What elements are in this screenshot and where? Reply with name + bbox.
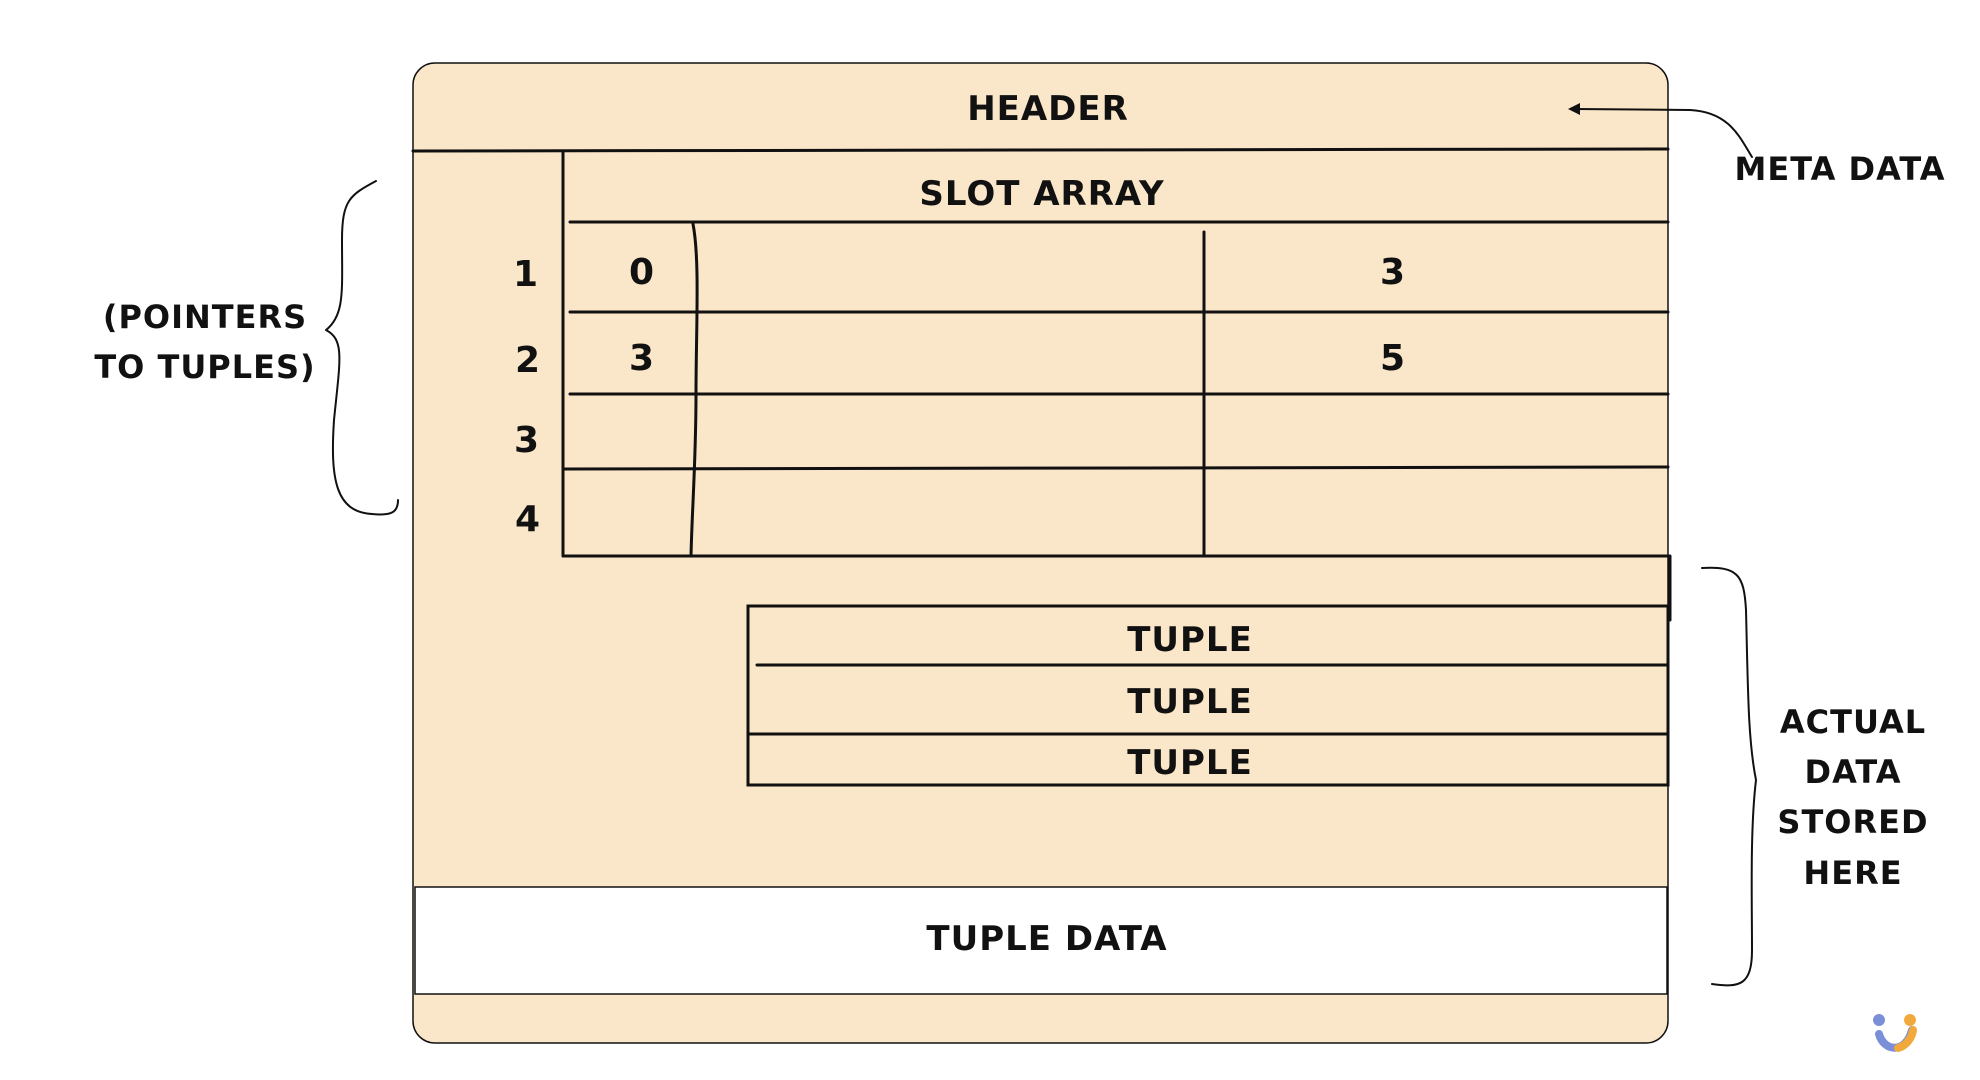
slot-row-divider-3 — [561, 465, 1670, 471]
tuple-data-strip — [414, 886, 1668, 995]
slot-index-1: 1 — [513, 254, 539, 295]
header-divider — [411, 147, 1670, 153]
meta-arrow-line — [1574, 108, 1753, 158]
meta-data-label: META DATA — [1735, 150, 1946, 188]
slot-1-length: 3 — [1380, 252, 1406, 293]
actual-data-line-3: STORED — [1777, 803, 1928, 841]
slot-2-length: 5 — [1380, 338, 1406, 379]
header-label: HEADER — [967, 89, 1129, 129]
slot-2-offset: 3 — [629, 338, 655, 379]
slot-col-divider-1 — [689, 222, 699, 558]
actual-data-line-4: HERE — [1803, 854, 1902, 892]
pointers-label-line1: (POINTERS — [103, 298, 307, 336]
brand-logo-icon — [1873, 1014, 1917, 1052]
tuples-block — [746, 604, 1670, 787]
tuple-label-1: TUPLE — [1127, 620, 1253, 660]
tuple-label-2: TUPLE — [1127, 682, 1253, 722]
arrow-left-icon — [1568, 103, 1580, 115]
page-background — [412, 62, 1669, 1044]
pointers-brace — [325, 180, 399, 516]
tuple-label-3: TUPLE — [1127, 743, 1253, 783]
slot-array-bottom-border — [561, 554, 1672, 622]
actual-data-line-1: ACTUAL — [1780, 703, 1926, 741]
actual-data-brace — [1701, 566, 1757, 987]
actual-data-line-2: DATA — [1805, 753, 1902, 791]
slot-array-label: SLOT ARRAY — [919, 174, 1164, 214]
pointers-label-line2: TO TUPLES) — [94, 348, 315, 386]
tuple-data-label: TUPLE DATA — [926, 919, 1167, 959]
slot-1-offset: 0 — [629, 252, 655, 293]
slot-index-3: 3 — [514, 420, 540, 461]
slot-index-4: 4 — [515, 499, 541, 540]
slot-index-2: 2 — [515, 340, 541, 381]
